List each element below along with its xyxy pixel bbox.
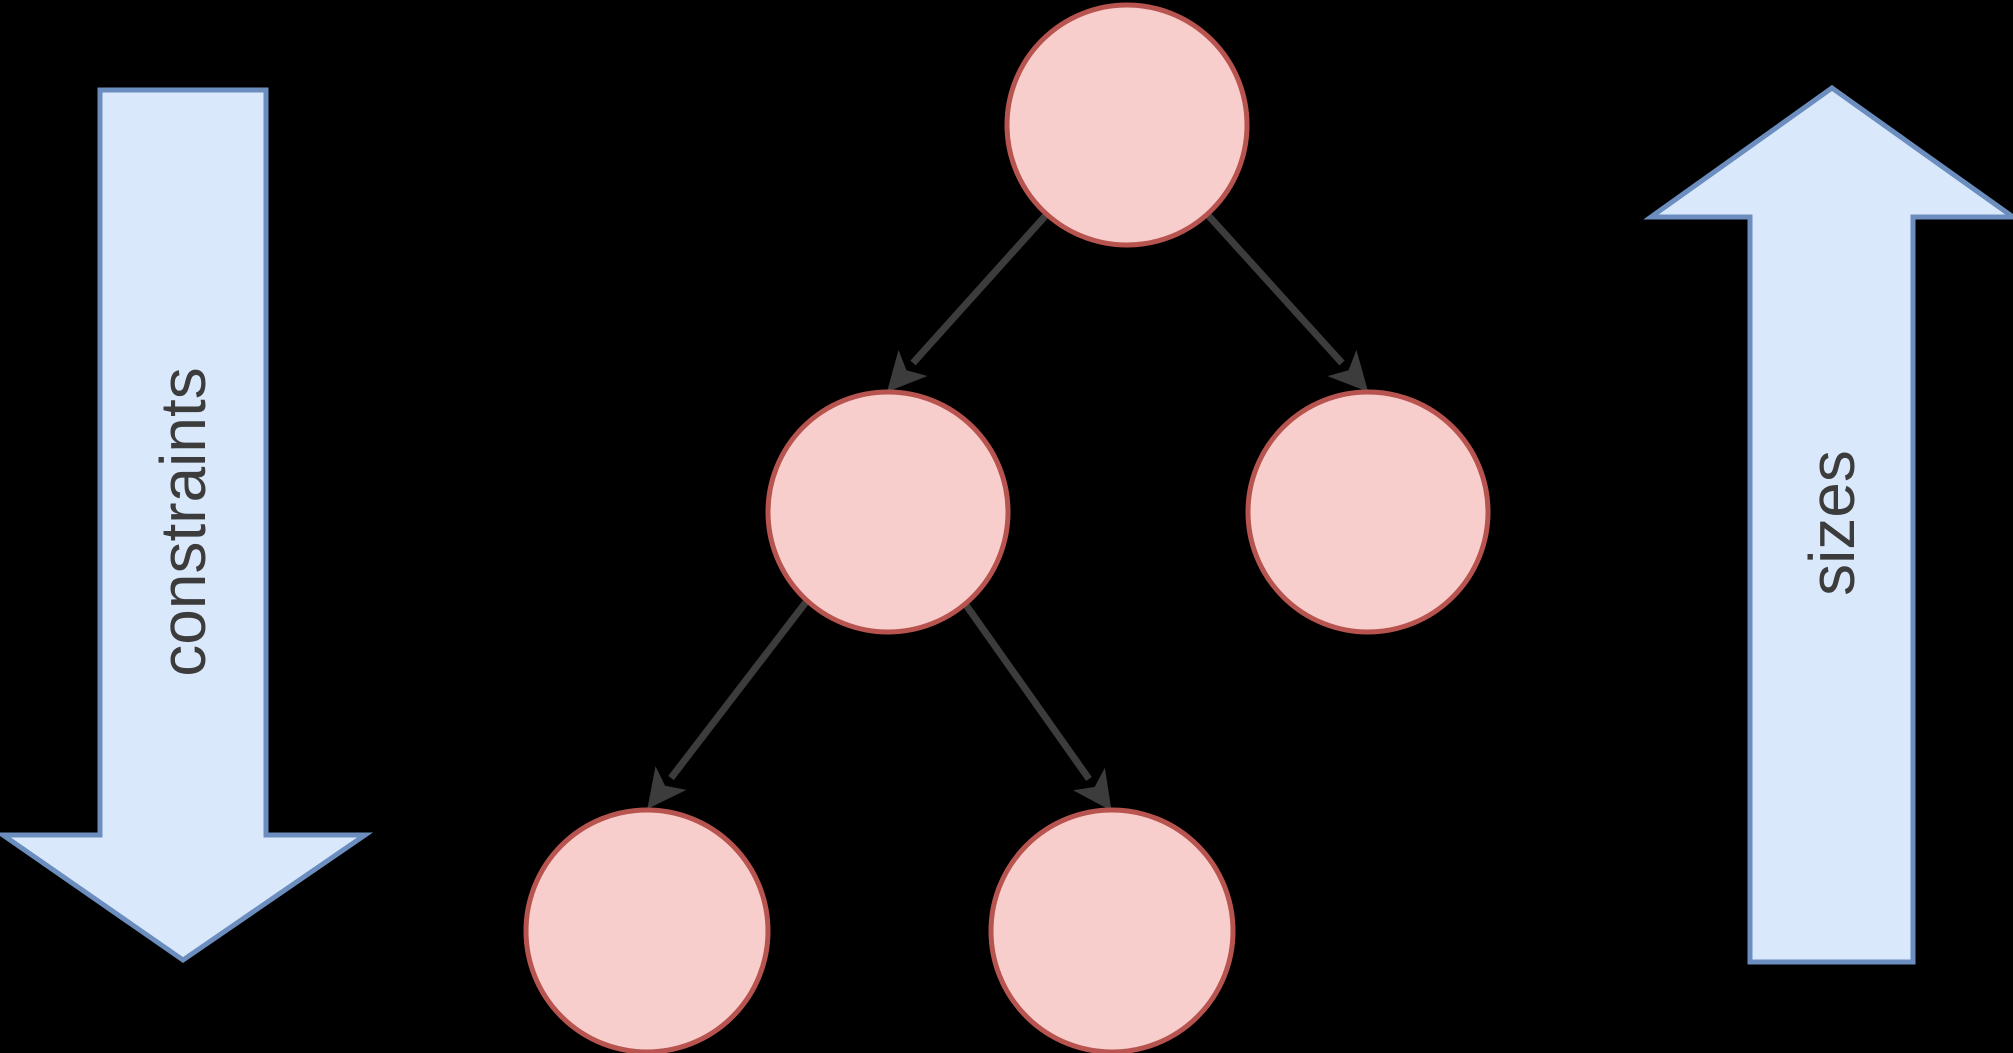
tree-node-child-right [1245,389,1491,635]
edge-root-to-child-left [886,211,1050,392]
tree-node-grandchild-left [523,807,771,1053]
tree-node-child-left [765,389,1011,635]
constraints-arrow: constraints [0,87,374,964]
tree-nodes [523,2,1491,1053]
tree-node-grandchild-right [988,807,1236,1053]
sizes-label: sizes [1796,450,1868,596]
constraints-label: constraints [147,367,219,676]
edge-root-to-child-right [1204,211,1369,392]
sizes-arrow: sizes [1643,84,2013,965]
tree-edges [647,211,1369,811]
edge-child-left-to-grandchild-right [963,602,1112,811]
edge-child-left-to-grandchild-left [647,599,809,809]
up-arrow-shape [1643,84,2013,965]
tree-node-root [1004,2,1250,248]
down-arrow-shape [0,87,374,964]
